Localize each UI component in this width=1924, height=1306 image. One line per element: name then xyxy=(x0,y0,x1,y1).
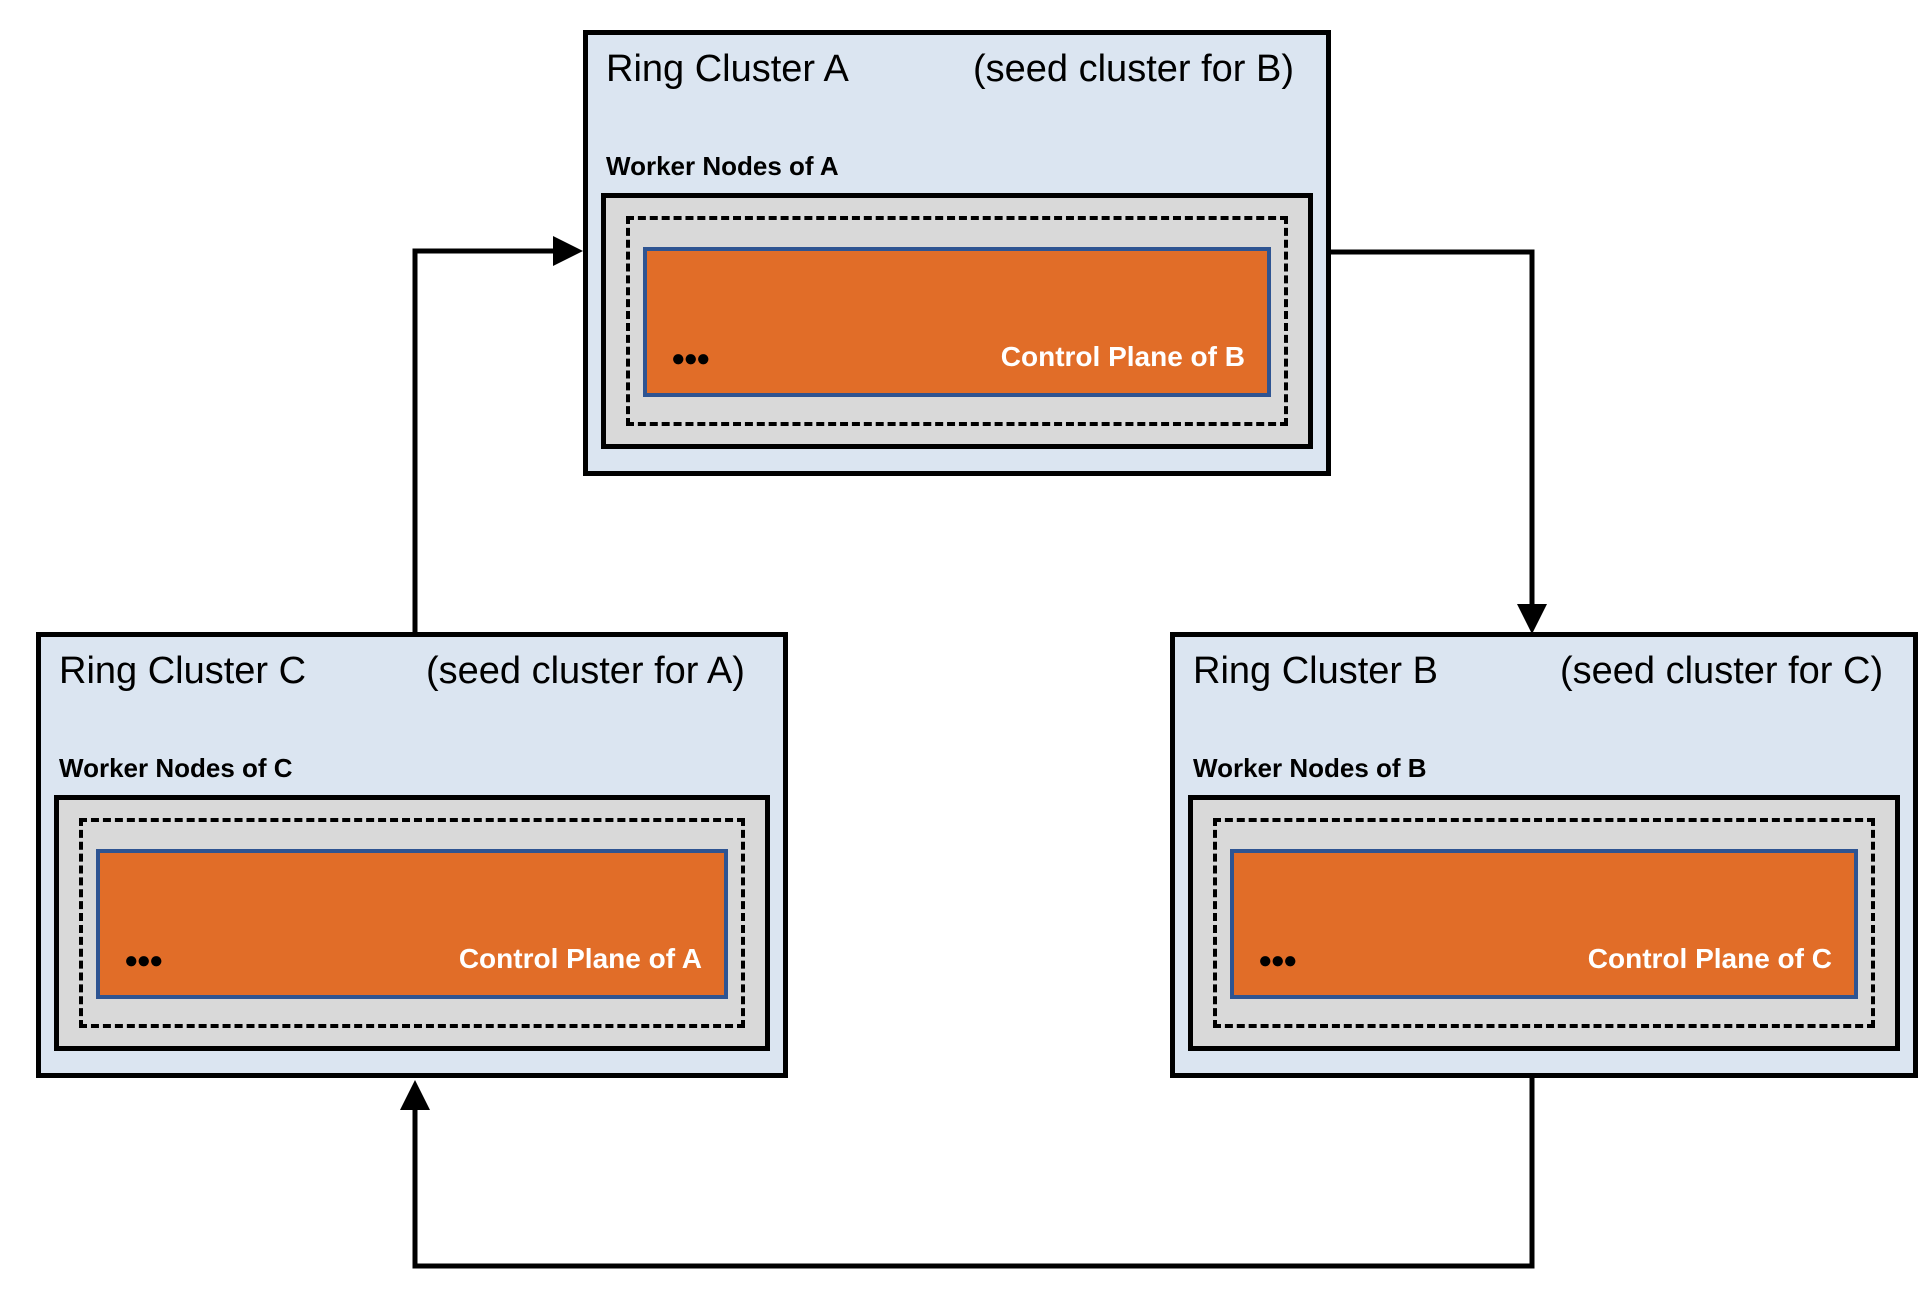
cluster-b-control-plane-box: ●●● Control Plane of C xyxy=(1230,849,1858,999)
cluster-c-worker-node-box: ●●● Control Plane of A xyxy=(54,795,770,1051)
cluster-c-seed-note: (seed cluster for A) xyxy=(426,650,745,692)
arrow-a-to-b xyxy=(1331,249,1547,634)
cluster-c-control-plane-box: ●●● Control Plane of A xyxy=(96,849,728,999)
cluster-b-control-plane-label: Control Plane of C xyxy=(1587,943,1832,974)
cluster-b-seed-note: (seed cluster for C) xyxy=(1560,650,1884,692)
cluster-a-control-plane-box: ●●● Control Plane of B xyxy=(643,247,1271,397)
cluster-a-worker-label: Worker Nodes of A xyxy=(606,151,839,181)
cluster-box-a: Ring Cluster A (seed cluster for B) Work… xyxy=(583,30,1331,476)
cluster-box-b: Ring Cluster B (seed cluster for C) Work… xyxy=(1170,632,1918,1078)
ellipsis-dots: ●●● xyxy=(671,345,710,372)
cluster-b-worker-node-box: ●●● Control Plane of C xyxy=(1188,795,1900,1051)
cluster-c-control-plane-label: Control Plane of A xyxy=(458,943,702,974)
cluster-c-dashed-group: ●●● Control Plane of A xyxy=(79,818,745,1028)
cluster-a-dashed-group: ●●● Control Plane of B xyxy=(626,216,1288,426)
cluster-a-title: Ring Cluster A xyxy=(606,48,849,90)
cluster-box-c: Ring Cluster C (seed cluster for A) Work… xyxy=(36,632,788,1078)
cluster-c-worker-label: Worker Nodes of C xyxy=(59,753,293,783)
cluster-b-dashed-group: ●●● Control Plane of C xyxy=(1213,818,1875,1028)
arrow-b-to-c xyxy=(400,1078,1535,1269)
cluster-c-title: Ring Cluster C xyxy=(59,650,307,692)
cluster-b-title: Ring Cluster B xyxy=(1193,650,1438,692)
ellipsis-dots: ●●● xyxy=(124,947,163,974)
cluster-a-seed-note: (seed cluster for B) xyxy=(973,48,1294,90)
arrow-c-to-a xyxy=(412,236,583,634)
cluster-a-control-plane-label: Control Plane of B xyxy=(1000,341,1245,372)
cluster-a-worker-node-box: ●●● Control Plane of B xyxy=(601,193,1313,449)
ellipsis-dots: ●●● xyxy=(1258,947,1297,974)
cluster-b-worker-label: Worker Nodes of B xyxy=(1193,753,1427,783)
